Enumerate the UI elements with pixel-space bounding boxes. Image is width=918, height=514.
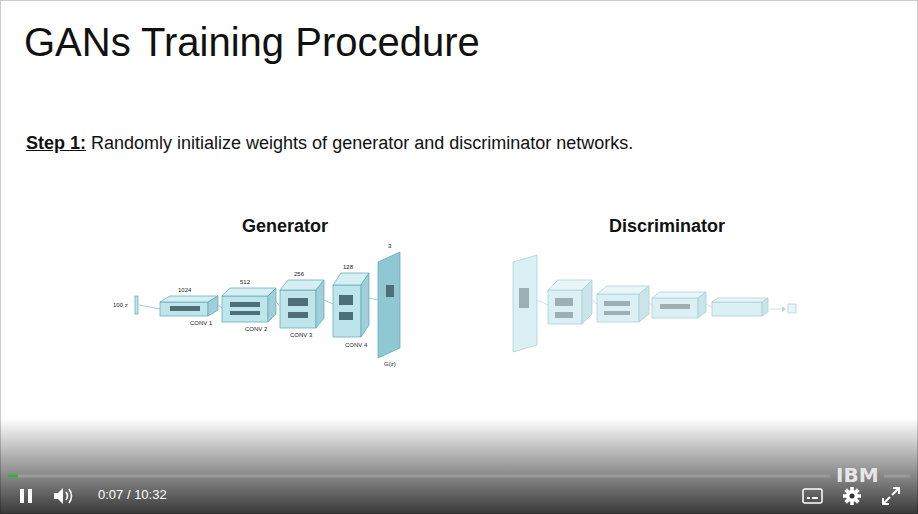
player-bar xyxy=(0,418,918,514)
progress-track xyxy=(8,475,830,478)
output-label: G(z) xyxy=(384,361,396,368)
generator-network xyxy=(135,252,400,358)
layer-label: 512 xyxy=(240,279,250,286)
layer-label: 3 xyxy=(388,243,391,250)
layer-label: 1024 xyxy=(178,287,191,294)
layer-label: CONV 4 xyxy=(345,342,367,349)
layer-label: CONV 3 xyxy=(290,332,312,339)
pause-icon xyxy=(20,489,32,503)
discriminator-network xyxy=(513,255,796,352)
network-heading: Generator xyxy=(236,214,334,240)
layer-label: 100 z xyxy=(113,302,128,309)
step-text: Randomly initialize weights of generator… xyxy=(91,133,633,154)
layer-label: 128 xyxy=(343,264,353,271)
heading-text: Generator xyxy=(242,216,328,238)
progress-track xyxy=(884,475,910,478)
brand-logo: IBM xyxy=(836,464,879,487)
layer-label: 256 xyxy=(294,271,304,278)
step-label: Step 1: xyxy=(26,133,86,154)
captions-icon xyxy=(803,489,822,503)
network-heading: Discriminator xyxy=(603,214,731,240)
progress-played xyxy=(8,475,18,478)
time-display: 0:07 / 10:32 xyxy=(98,488,167,503)
layer-label: CONV 1 xyxy=(190,320,212,327)
volume-icon xyxy=(54,488,72,504)
layer-label: CONV 2 xyxy=(245,326,267,333)
slide-title: GANs Training Procedure xyxy=(24,20,480,64)
heading-text: Discriminator xyxy=(609,216,725,238)
settings-icon xyxy=(843,487,861,505)
fullscreen-icon xyxy=(883,488,899,504)
